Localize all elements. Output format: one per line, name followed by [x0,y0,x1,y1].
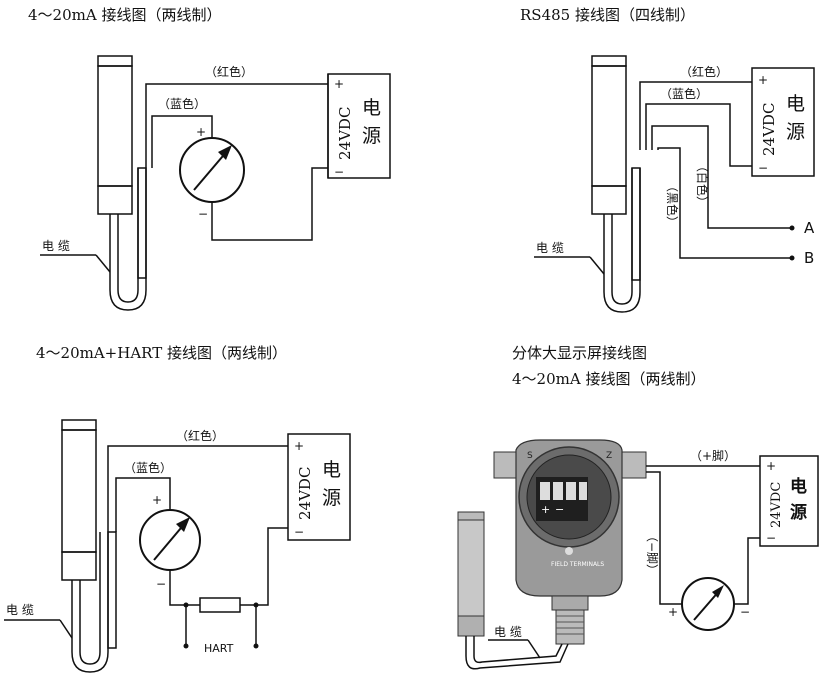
diagram4-sensor-probe [457,511,485,637]
svg-text:−: − [198,207,208,221]
diagram2-title: RS485 接线图（四线制） [520,6,695,24]
diagram1-cable-sleeve [137,167,147,279]
diagram3-blue-label: （蓝色） [124,461,172,475]
svg-text:−: − [334,165,344,179]
diagram1-sensor-probe [97,55,133,215]
svg-text:源: 源 [790,502,807,523]
svg-text:−: − [758,161,768,175]
diagram-4-20ma-hart-two-wire: 4～20mA+HART 接线图（两线制） 电 缆 （红色） （蓝色） + − [4,344,351,673]
diagram3-blue-wire [115,477,171,532]
svg-text:+: + [294,439,304,453]
diagram-4-20ma-two-wire: 4～20mA 接线图（两线制） 电 缆 （红色） （蓝色） + − [28,6,391,311]
svg-text:Z: Z [606,451,612,461]
svg-text:24VDC: 24VDC [296,467,314,520]
svg-text:电: 电 [790,476,807,497]
svg-text:+: + [758,73,768,87]
diagram2-blue-label: （蓝色） [660,87,708,101]
diagram4-title: 分体大显示屏接线图 [512,344,647,362]
diagram1-blue-wire [151,115,213,168]
svg-text:源: 源 [322,487,341,509]
diagram1-supply-label: 电 [362,97,381,119]
diagram3-red-label: （红色） [176,428,224,443]
svg-text:24VDC: 24VDC [769,482,784,528]
svg-text:−: − [555,503,564,516]
diagram1-red-wire [145,83,328,168]
diagram1-power-supply: + − 24VDC 电 源 [327,73,391,179]
diagram4-field-terminals: FIELD TERMINALS [551,561,604,568]
svg-text:+: + [334,77,344,91]
diagram3-power-supply: + − 24VDC 电 源 [287,433,351,541]
diagram1-cable-loop [109,168,147,311]
diagram-rs485-four-wire: RS485 接线图（四线制） 电 缆 （红色） （蓝色） （白色） A （黑色）… [520,6,815,313]
diagram3-hart-label: HART [204,642,234,655]
svg-text:−: − [766,531,776,545]
diagram1-blue-label: （蓝色） [158,97,206,111]
svg-text:源: 源 [362,125,381,147]
diagram4-minus-label: （−脚） [645,530,660,576]
diagram1-cable-label: 电 缆 [42,239,70,253]
diagram2-blue-wire [645,103,752,167]
svg-text:S: S [527,451,533,461]
diagram3-title: 4～20mA+HART 接线图（两线制） [36,344,287,362]
svg-text:+: + [766,459,776,473]
svg-text:−: − [294,525,304,539]
svg-text:−: − [740,605,750,619]
svg-text:−: − [156,577,166,591]
svg-text:+: + [196,125,206,139]
diagram2-power-supply: + − 24VDC 电 源 [751,67,815,177]
diagram1-return-wire [211,167,328,241]
diagram2-black-label: （黑色） [665,180,679,228]
diagram3-cable-label: 电 缆 [6,603,34,617]
diagram2-red-label: （红色） [680,64,728,79]
diagram2-cable-label: 电 缆 [536,241,564,255]
svg-text:+: + [152,493,162,507]
diagram4-subtitle: 4～20mA 接线图（两线制） [512,370,705,388]
diagram1-red-label: （红色） [205,64,253,79]
diagram1-title: 4～20mA 接线图（两线制） [28,6,221,24]
diagram3-red-wire [107,445,288,532]
diagram4-plus-label: （+脚） [690,448,736,463]
diagram3-sensor-probe [61,419,97,581]
diagram2-red-wire [639,81,752,150]
diagram2-cable-loop [603,168,641,313]
diagram4-power-supply: + − 24VDC 电 源 [759,455,819,547]
diagram2-terminal-b: B [804,249,814,267]
diagram-remote-display: 分体大显示屏接线图 4～20mA 接线图（两线制） + − S Z FIELD … [457,344,819,670]
svg-text:+: + [668,605,678,619]
diagram4-cable [465,636,569,670]
diagram4-minus-wire [646,471,682,605]
diagram2-terminal-a: A [804,219,815,237]
diagram4-display-housing: + − S Z FIELD TERMINALS [493,439,647,645]
svg-text:电: 电 [786,93,805,115]
diagram4-cable-label: 电 缆 [494,625,522,639]
diagram3-cable-loop [71,532,109,673]
diagram2-sensor-probe [591,55,627,215]
svg-text:源: 源 [786,121,805,143]
diagram2-black-wire [657,147,790,259]
diagram1-cable-loop-inner [117,168,139,303]
svg-text:24VDC: 24VDC [336,107,354,160]
diagram3-resistor [199,597,241,613]
svg-text:电: 电 [322,459,341,481]
svg-text:+: + [541,503,550,516]
svg-text:24VDC: 24VDC [760,103,778,156]
diagram2-white-label: （白色） [695,160,710,208]
diagram2-white-wire [651,125,790,229]
